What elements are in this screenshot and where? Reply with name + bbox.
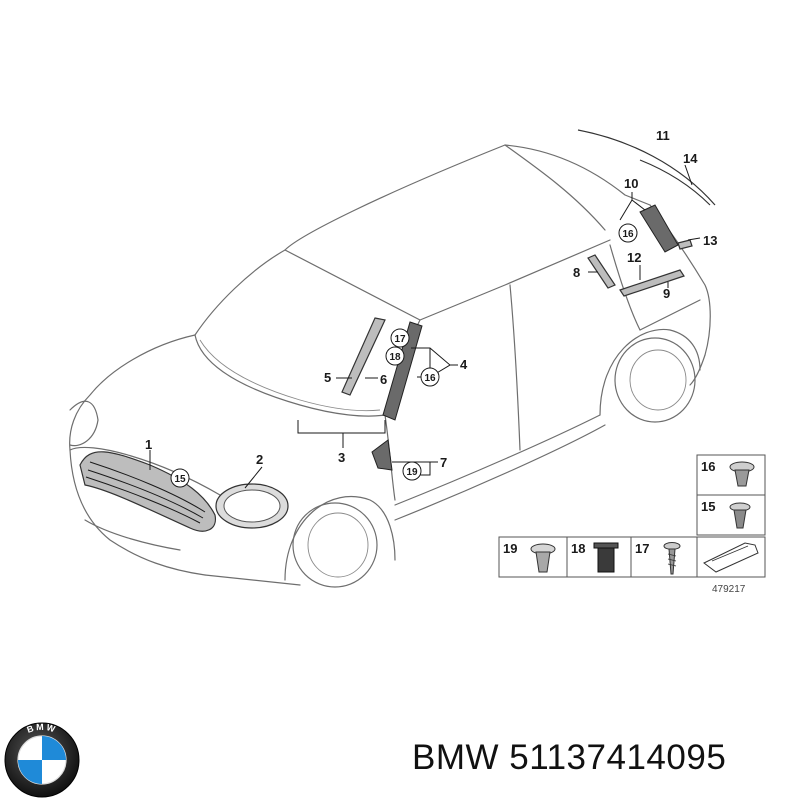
callout-11: 11 [656,128,670,143]
headlight-trim-ring [215,483,289,529]
leader-lines [149,164,701,489]
legend-16: 16 [701,459,715,474]
callout-7: 7 [440,455,447,470]
bmw-logo: BMW [4,722,80,798]
legend-15: 15 [701,499,715,514]
nut-18-icon [593,542,619,573]
front-grille [79,451,217,532]
reference-number: 479217 [712,584,746,595]
screw-17-icon [663,542,681,575]
callout-10: 10 [624,176,638,191]
roof-strips [577,129,716,206]
callout-9: 9 [663,286,670,301]
circled-15: 15 [174,474,186,485]
callout-4: 4 [460,357,468,372]
legend-18: 18 [571,541,585,556]
callout-5: 5 [324,370,331,385]
callout-labels: 1 2 3 4 5 6 7 8 9 10 11 12 13 14 [145,128,717,470]
trim-symbol-icon [703,542,759,573]
callout-1: 1 [145,437,152,452]
callout-12: 12 [627,250,641,265]
circled-17: 17 [394,334,406,345]
clip-16-icon [729,461,755,487]
circled-16-pillar: 16 [424,373,436,384]
circled-19: 19 [406,467,418,478]
rear-spoiler-trim [639,204,679,253]
circled-refs: 15 16 17 18 16 19 [170,223,638,488]
svg-text:BMW: BMW [26,722,59,735]
a-pillar-trim [341,317,423,421]
legend-17: 17 [635,541,649,556]
callout-3: 3 [338,450,345,465]
circled-18: 18 [389,352,401,363]
callout-13: 13 [703,233,717,248]
legend-19: 19 [503,541,517,556]
clip-15-icon [729,502,751,529]
callout-6: 6 [380,372,387,387]
logo-lettering: BMW [26,722,57,735]
fastener-legend: 16 15 19 18 17 [498,454,766,595]
part-number-caption: BMW 51137414095 [412,738,727,777]
callout-14: 14 [683,151,698,166]
car-outline [69,144,711,588]
callout-2: 2 [256,452,263,467]
clip-19-icon [530,543,556,573]
roof-rail-trim [587,239,693,297]
callout-8: 8 [573,265,580,280]
mirror-triangle-cover [371,439,393,471]
circled-16-rear: 16 [622,229,634,240]
